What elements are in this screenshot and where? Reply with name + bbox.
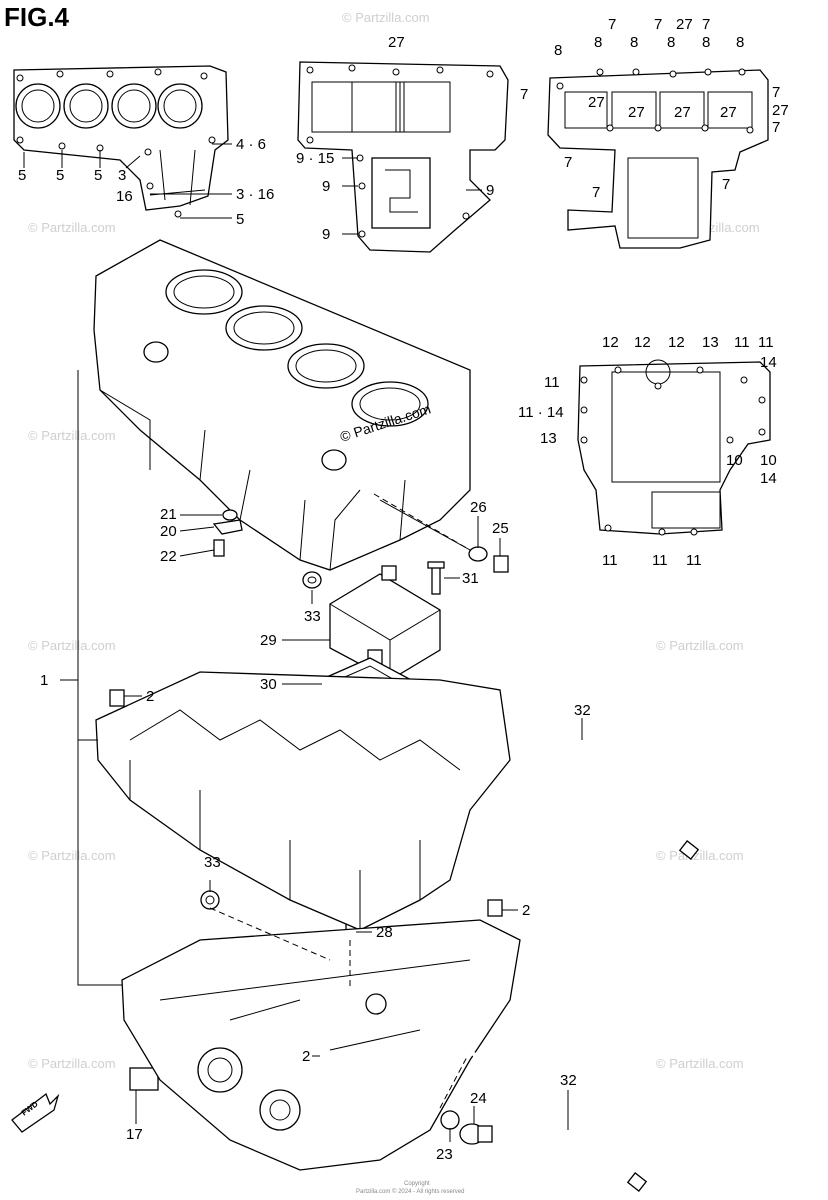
upper-case-top-view (13, 65, 229, 218)
callout-5: 5 (56, 167, 64, 184)
figure-title: FIG.4 (4, 2, 70, 32)
callout-26: 26 (470, 499, 487, 516)
callout-9: 9 (322, 226, 330, 243)
callout-5: 5 (18, 167, 26, 184)
callout-2: 2 (522, 902, 530, 919)
watermark-text: © Partzilla.com (28, 1056, 116, 1071)
callout-8: 8 (702, 34, 710, 51)
callout-7: 7 (772, 84, 780, 101)
callout-2: 2 (146, 688, 154, 705)
callout-1: 1 (40, 672, 48, 689)
copyright-line: Partzilla.com © 2024 - All rights reserv… (356, 1188, 464, 1195)
watermark-text: © Partzilla.com (28, 220, 116, 235)
callout-27: 27 (628, 104, 645, 121)
fwd-arrow-icon: FWD (11, 1092, 60, 1133)
callout-33: 33 (304, 608, 321, 625)
watermark-text: © Partzilla.com (342, 10, 430, 25)
callout-11: 11 (652, 552, 668, 569)
callout-9: 9 (322, 178, 330, 195)
callout-14: 14 (760, 354, 777, 371)
callout-7: 7 (592, 184, 600, 201)
callout-5: 5 (94, 167, 102, 184)
callout-22: 22 (160, 548, 177, 565)
callout-11: 11 (544, 374, 560, 391)
callout-27: 27 (676, 16, 693, 33)
small-parts (109, 509, 509, 1145)
callout-24: 24 (470, 1090, 487, 1107)
callout-7: 7 (564, 154, 572, 171)
callout-31: 31 (462, 570, 479, 587)
callout-7: 7 (722, 176, 730, 193)
callout-11: 11 (758, 334, 774, 351)
callout-14: 14 (760, 470, 777, 487)
callout-20: 20 (160, 523, 177, 540)
callout-13: 13 (702, 334, 719, 351)
callout-21: 21 (160, 506, 177, 523)
callout-8: 8 (594, 34, 602, 51)
callout-27: 27 (720, 104, 737, 121)
callout-7: 7 (608, 16, 616, 33)
watermark-text: © Partzilla.com (28, 638, 116, 653)
watermark-text: © Partzilla.com (656, 1056, 744, 1071)
callout-27: 27 (674, 104, 691, 121)
callout-8: 8 (630, 34, 638, 51)
lower-crankcase (95, 671, 521, 1171)
watermark-text: © Partzilla.com (656, 848, 744, 863)
callout-9: 9 (486, 182, 494, 199)
callout-7: 7 (772, 119, 780, 136)
callout-7: 7 (520, 86, 528, 103)
watermark-text: © Partzilla.com (656, 638, 744, 653)
callout-27: 27 (588, 94, 605, 111)
callout-4-6: 4 · 6 (236, 136, 266, 153)
callout-12: 12 (602, 334, 619, 351)
callout-27: 27 (388, 34, 405, 51)
callout-23: 23 (436, 1146, 453, 1163)
alignment-lines (209, 493, 471, 1109)
callout-25: 25 (492, 520, 509, 537)
callout-12: 12 (668, 334, 685, 351)
callout-7: 7 (654, 16, 662, 33)
callout-11: 11 (602, 552, 618, 569)
upper-case-bottom-view (297, 61, 509, 253)
callout-33: 33 (204, 854, 221, 871)
lower-case-top-view (547, 68, 769, 249)
callout-29: 29 (260, 632, 277, 649)
callout-27: 27 (772, 102, 789, 119)
callout-labels: 1 2 2 2 3 3 · 16 4 · 6 5 5 5 5 16 27 9 ·… (18, 16, 789, 1163)
callout-2: 2 (302, 1048, 310, 1065)
watermark-text: © Partzilla.com (28, 428, 116, 443)
callout-10: 10 (726, 452, 743, 469)
callout-5: 5 (236, 211, 244, 228)
callout-30: 30 (260, 676, 277, 693)
lower-case-bottom-view (577, 359, 771, 536)
copyright-line: Copyright (404, 1181, 430, 1187)
callout-8: 8 (736, 34, 744, 51)
callout-7: 7 (702, 16, 710, 33)
callout-32: 32 (574, 702, 591, 719)
callout-13: 13 (540, 430, 557, 447)
callout-3: 3 (118, 167, 126, 184)
callout-28: 28 (376, 924, 393, 941)
callout-8: 8 (554, 42, 562, 59)
leader-lines (23, 143, 583, 1142)
callout-12: 12 (634, 334, 651, 351)
breather-cover (329, 565, 441, 681)
upper-crankcase (93, 239, 471, 571)
callout-17: 17 (126, 1126, 143, 1143)
callout-3-16: 3 · 16 (236, 186, 274, 203)
watermark-text: © Partzilla.com (28, 848, 116, 863)
callout-8: 8 (667, 34, 675, 51)
callout-11: 11 (686, 552, 702, 569)
callout-10: 10 (760, 452, 777, 469)
callout-32: 32 (560, 1072, 577, 1089)
callout-9-15: 9 · 15 (296, 150, 334, 167)
long-bolts (464, 710, 700, 1192)
callout-11-14: 11 · 14 (518, 404, 564, 421)
callout-16: 16 (116, 188, 133, 205)
callout-11: 11 (734, 334, 750, 351)
